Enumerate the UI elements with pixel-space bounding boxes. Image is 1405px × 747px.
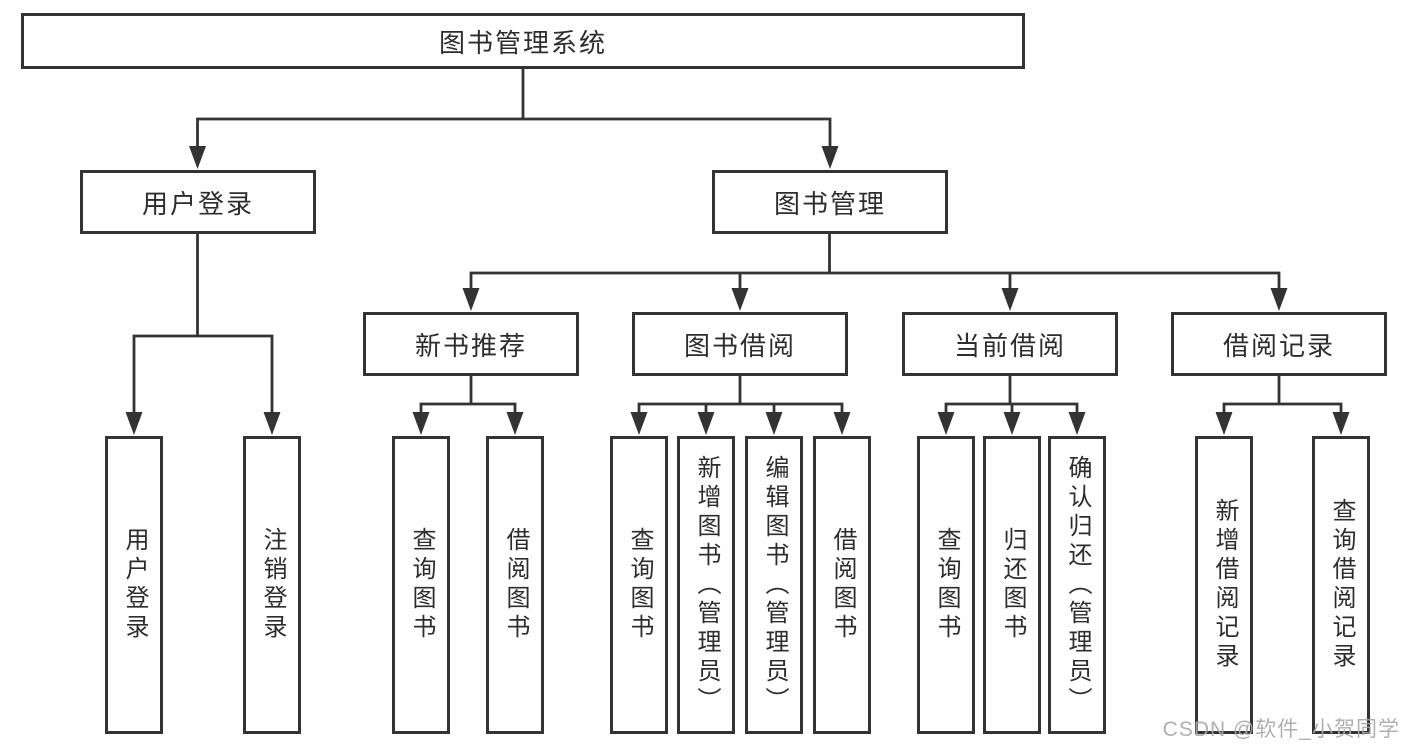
leaf-label: 查询图书 (626, 527, 653, 643)
arrow-down-icon (1068, 412, 1086, 435)
arrow-down-icon (937, 412, 955, 435)
connector-book-mgmt-to-level3 (462, 234, 1288, 311)
leaf-query-books-1: 查询图书 (392, 436, 450, 734)
arrow-down-icon (506, 412, 524, 435)
arrow-down-icon (1215, 412, 1233, 435)
arrow-down-icon (1332, 412, 1350, 435)
node-user-login: 用户登录 (80, 170, 316, 234)
node-current-borrowing: 当前借阅 (902, 312, 1118, 376)
arrow-down-icon (1003, 412, 1021, 435)
arrow-down-icon (462, 288, 480, 311)
connector-current-borrow-to-leaves (937, 376, 1086, 435)
node-label: 当前借阅 (953, 330, 1066, 361)
leaf-borrow-books-2: 借阅图书 (813, 436, 871, 734)
leaf-label: 归还图书 (999, 527, 1026, 643)
leaf-add-borrow-record: 新增借阅记录 (1195, 436, 1253, 734)
arrow-down-icon (189, 146, 206, 169)
connector-line (637, 376, 844, 414)
leaf-label: 借阅图书 (502, 527, 529, 643)
leaf-label: 查询借阅记录 (1328, 498, 1355, 672)
arrow-down-icon (1270, 288, 1288, 311)
leaf-label: 确认归还（管理员） (1064, 454, 1091, 716)
node-label: 图书管理系统 (438, 27, 607, 58)
leaf-label: 用户登录 (121, 527, 148, 643)
connector-user-login-to-leaves (125, 234, 281, 435)
arrow-down-icon (731, 288, 749, 311)
leaf-label: 查询图书 (933, 527, 960, 643)
arrow-down-icon (412, 412, 430, 435)
csdn-watermark: CSDN @软件_小贺同学 (1162, 718, 1400, 741)
node-label: 用户登录 (141, 188, 254, 219)
node-borrowing-records: 借阅记录 (1171, 312, 1387, 376)
leaf-add-book-admin: 新增图书（管理员） (677, 436, 735, 734)
node-new-book-recommend: 新书推荐 (363, 312, 579, 376)
arrow-down-icon (1001, 288, 1019, 311)
connector-line (196, 69, 832, 148)
leaf-borrow-books-1: 借阅图书 (486, 436, 544, 734)
connector-borrow-records-to-leaves (1215, 376, 1350, 435)
arrow-down-icon (125, 412, 143, 435)
connector-line (944, 376, 1079, 414)
connector-line (132, 234, 274, 414)
leaf-query-books-3: 查询图书 (917, 436, 975, 734)
arrow-down-icon (697, 412, 715, 435)
node-library-system: 图书管理系统 (21, 13, 1025, 69)
connector-line (1222, 376, 1343, 414)
connector-book-borrow-to-leaves (630, 376, 851, 435)
connector-line (469, 234, 1281, 290)
leaf-edit-book-admin: 编辑图书（管理员） (745, 436, 803, 734)
node-label: 新书推荐 (414, 330, 527, 361)
node-book-management: 图书管理 (712, 170, 948, 234)
connector-root-to-level2 (189, 69, 839, 169)
node-book-borrowing: 图书借阅 (632, 312, 848, 376)
node-label: 借阅记录 (1222, 330, 1335, 361)
leaf-query-books-2: 查询图书 (610, 436, 668, 734)
node-label: 图书借阅 (683, 330, 796, 361)
leaf-confirm-return-admin: 确认归还（管理员） (1048, 436, 1106, 734)
leaf-label: 新增图书（管理员） (693, 454, 720, 716)
arrow-down-icon (821, 146, 839, 169)
arrow-down-icon (630, 412, 648, 435)
arrow-down-icon (263, 412, 281, 435)
arrow-down-icon (833, 412, 851, 435)
leaf-label: 借阅图书 (829, 527, 856, 643)
leaf-label: 查询图书 (408, 527, 435, 643)
leaf-logout: 注销登录 (243, 436, 301, 734)
leaf-user-login: 用户登录 (105, 436, 163, 734)
connector-line (419, 376, 517, 414)
leaf-label: 注销登录 (259, 527, 286, 643)
leaf-label: 新增借阅记录 (1211, 498, 1238, 672)
leaf-label: 编辑图书（管理员） (761, 454, 788, 716)
leaf-return-books: 归还图书 (983, 436, 1041, 734)
leaf-query-borrow-record: 查询借阅记录 (1312, 436, 1370, 734)
node-label: 图书管理 (773, 188, 886, 219)
arrow-down-icon (765, 412, 783, 435)
connector-new-books-to-leaves (412, 376, 524, 435)
